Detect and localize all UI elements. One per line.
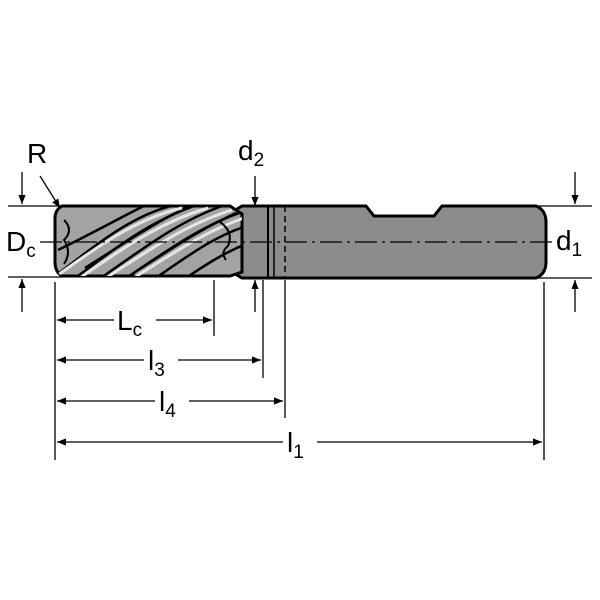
l1-label-bg [283,424,317,462]
r-leader-arrow [39,175,61,209]
flute-end [219,221,231,261]
shank-body [230,204,548,280]
l3-label-bg [144,342,178,380]
label-d2: d2 [238,135,264,171]
label-d1: d1 [556,225,582,261]
helix-flute-highlights [57,206,242,276]
lc-label-bg [114,302,156,338]
label-r: R [27,138,47,169]
label-dc: Dc [6,226,36,262]
label-lc: Lc [117,305,142,341]
l4-label-bg [155,383,189,421]
label-l1: l1 [287,427,304,463]
label-l4: l4 [159,386,176,422]
tool-tip-face [62,219,70,265]
label-l3: l3 [148,345,165,381]
